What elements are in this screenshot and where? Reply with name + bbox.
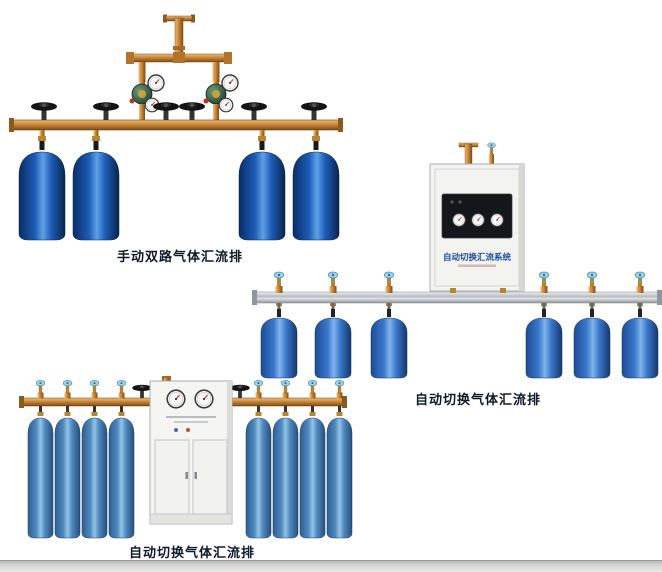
valve-handwheel xyxy=(179,102,205,120)
valve-cap xyxy=(487,142,496,155)
gas-cylinder xyxy=(238,130,286,241)
gas-cylinder xyxy=(292,130,340,241)
valve-cap xyxy=(634,271,646,287)
gas-cylinder-group xyxy=(27,379,353,539)
cabinet-door xyxy=(192,439,228,515)
product-illustration-auto-switch-manifold-2 xyxy=(19,376,353,539)
valve-handwheel xyxy=(230,384,250,398)
manifold-pipe xyxy=(252,288,662,305)
valve-cap xyxy=(273,271,285,287)
product-illustration-auto-switch-manifold: 自动切换汇流系统 xyxy=(252,142,662,379)
valve-cap xyxy=(334,379,345,394)
valve-cap xyxy=(586,271,598,287)
gas-cylinder xyxy=(370,271,408,379)
valve-handwheel xyxy=(153,102,179,120)
product-caption: 自动切换气体汇流排 xyxy=(128,546,255,561)
gas-cylinder xyxy=(272,379,299,539)
pressure-regulator xyxy=(129,74,165,122)
pressure-gauge xyxy=(166,389,186,409)
inlet-pipe xyxy=(458,142,496,167)
valve-handwheel xyxy=(93,102,119,120)
valve-cap xyxy=(253,379,264,394)
cabinet-label: 自动切换汇流系统 xyxy=(443,252,512,263)
pressure-gauge xyxy=(490,213,504,227)
valve-cap xyxy=(35,379,46,394)
valve-cap xyxy=(89,379,100,394)
valve-cap xyxy=(327,271,339,287)
inlet-pipe xyxy=(163,14,195,57)
gas-cylinder-group xyxy=(18,130,340,241)
gas-cylinder xyxy=(81,379,108,539)
pressure-gauge xyxy=(471,213,485,227)
cabinet-door xyxy=(154,439,190,515)
gas-cylinder xyxy=(525,271,563,379)
gas-cylinder xyxy=(27,379,54,539)
product-caption: 自动切换气体汇流排 xyxy=(414,393,541,408)
product-illustration-manual-dual-manifold xyxy=(9,14,343,241)
manifold-pipe xyxy=(9,118,343,132)
valve-cap xyxy=(538,271,550,287)
pressure-gauge xyxy=(194,389,214,409)
gas-cylinder xyxy=(314,271,352,379)
valve-handwheel xyxy=(132,384,152,398)
gas-cylinder xyxy=(621,271,659,379)
footer-strip xyxy=(0,560,662,572)
gas-cylinder xyxy=(573,271,611,379)
valve-cap xyxy=(116,379,127,394)
pressure-gauge xyxy=(147,74,165,92)
valve-cap xyxy=(307,379,318,394)
product-caption: 手动双路气体汇流排 xyxy=(116,250,243,265)
gas-cylinder xyxy=(54,379,81,539)
valve-handwheel xyxy=(31,102,57,120)
gas-cylinder-group xyxy=(260,271,659,379)
control-cabinet: 自动切换汇流系统 xyxy=(429,163,525,292)
gas-cylinder xyxy=(299,379,326,539)
gas-cylinder xyxy=(18,130,66,241)
gas-cylinder xyxy=(108,379,135,539)
valve-handwheel xyxy=(301,102,327,120)
gas-cylinder xyxy=(260,271,298,379)
valve-cap xyxy=(280,379,291,394)
gas-cylinder xyxy=(245,379,272,539)
valve-cap xyxy=(62,379,73,394)
control-cabinet xyxy=(149,380,233,525)
gas-cylinder xyxy=(72,130,120,241)
valve-cap xyxy=(383,271,395,287)
valve-handwheel xyxy=(241,102,267,120)
pressure-gauge xyxy=(221,74,239,92)
pressure-gauge xyxy=(218,97,234,113)
gas-cylinder xyxy=(326,379,353,539)
pressure-regulator xyxy=(203,74,239,122)
pressure-gauge xyxy=(452,213,466,227)
header-pipe xyxy=(126,52,232,82)
